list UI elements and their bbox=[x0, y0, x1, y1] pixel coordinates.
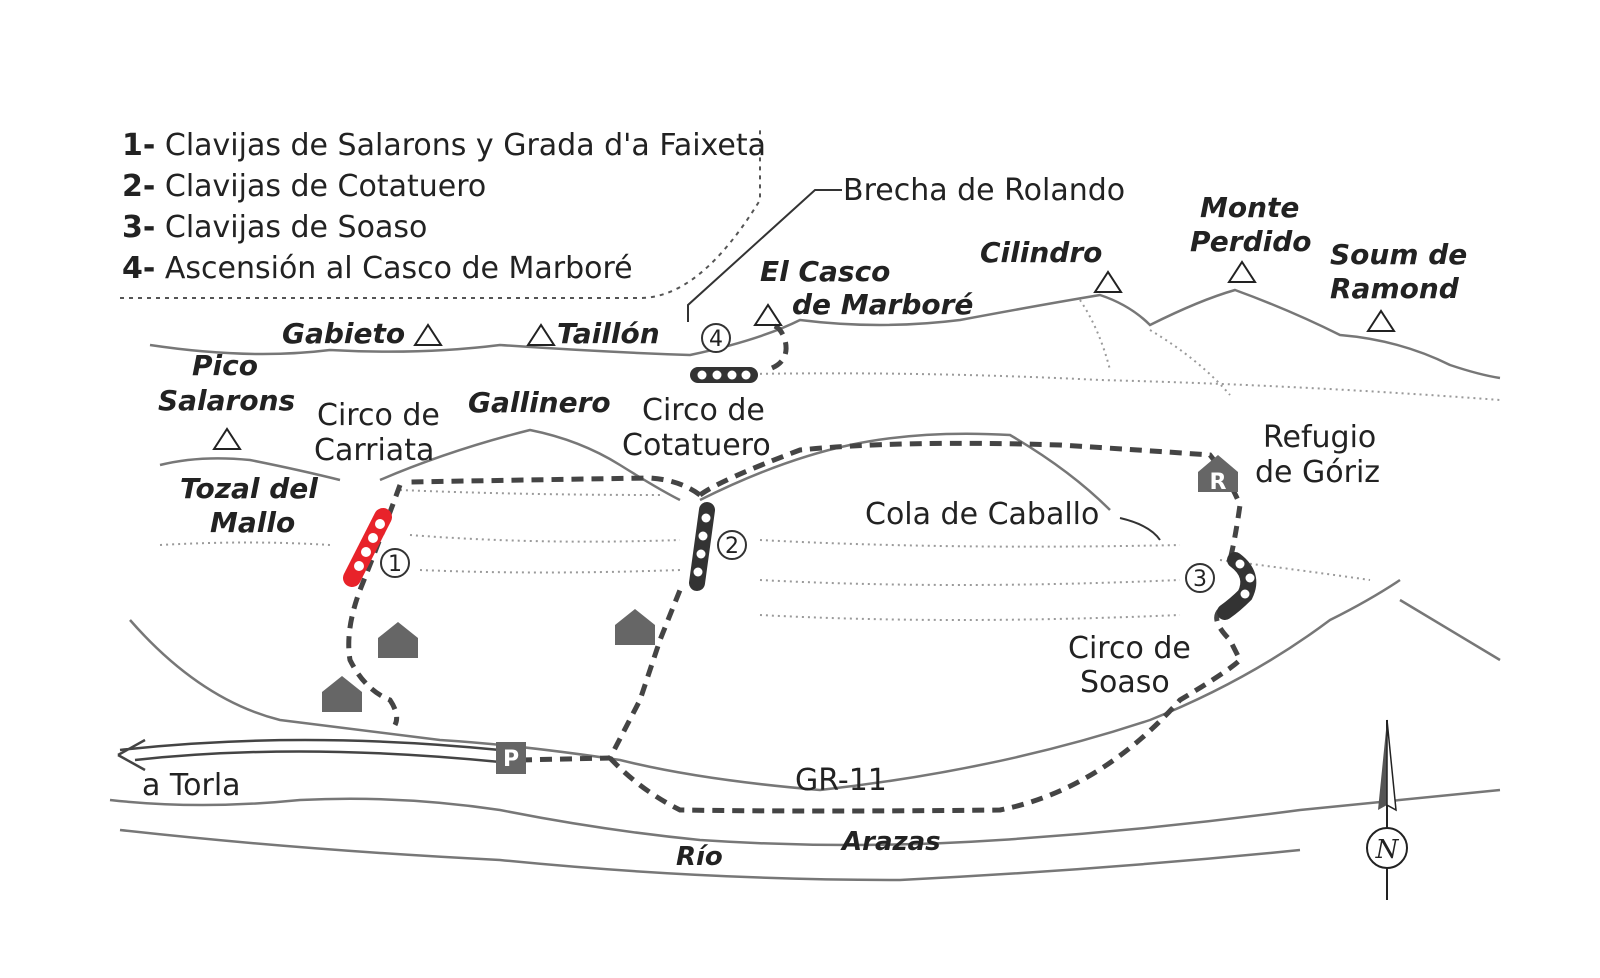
peak-soum-line1: Soum de bbox=[1330, 238, 1467, 271]
route-marker-4: 4 bbox=[701, 323, 731, 353]
svg-text:3: 3 bbox=[1193, 567, 1207, 592]
peak-gabieto: Gabieto bbox=[282, 317, 405, 350]
triangle-icon bbox=[212, 427, 242, 450]
label-gr11: GR-11 bbox=[795, 763, 887, 798]
svg-text:2: 2 bbox=[725, 534, 739, 559]
route-2-clavijas-cotatuero bbox=[689, 502, 715, 591]
peak-casco-line1: El Casco bbox=[760, 255, 890, 288]
svg-text:P: P bbox=[503, 747, 519, 772]
legend: 1- Clavijas de Salarons y Grada d'a Faix… bbox=[120, 128, 766, 299]
svg-text:R: R bbox=[1210, 470, 1227, 495]
label-refugio-line1: Refugio bbox=[1263, 420, 1376, 455]
peak-gallinero: Gallinero bbox=[468, 386, 611, 419]
legend-item-1: 1- Clavijas de Salarons y Grada d'a Faix… bbox=[122, 128, 766, 163]
peak-tozal-line2: Mallo bbox=[210, 506, 295, 539]
label-soaso-line1: Circo de bbox=[1068, 631, 1191, 666]
peak-monte-line2: Perdido bbox=[1190, 225, 1312, 258]
svg-text:4: 4 bbox=[709, 327, 723, 352]
peak-monte-line1: Monte bbox=[1200, 191, 1299, 224]
label-carriata-line2: Carriata bbox=[314, 433, 434, 468]
peak-pico-line1: Pico bbox=[192, 349, 258, 382]
label-arazas: Arazas bbox=[840, 827, 941, 857]
legend-item-3: 3- Clavijas de Soaso bbox=[122, 210, 427, 245]
route-marker-1: 1 bbox=[380, 548, 410, 578]
legend-item-2: 2- Clavijas de Cotatuero bbox=[122, 169, 486, 204]
terrain-relief bbox=[109, 288, 1501, 882]
route-marker-3: 3 bbox=[1185, 563, 1215, 593]
route-1-clavijas-salarons bbox=[343, 508, 392, 587]
triangle-icon bbox=[1366, 309, 1396, 332]
peak-tozal-line1: Tozal del bbox=[180, 472, 318, 505]
road-to-torla bbox=[117, 738, 501, 772]
hut-icon bbox=[378, 622, 418, 658]
hut-icon bbox=[322, 676, 362, 712]
label-torla: a Torla bbox=[142, 768, 241, 803]
svg-text:N: N bbox=[1375, 835, 1400, 865]
label-cola: Cola de Caballo bbox=[865, 497, 1099, 532]
label-refugio-line2: de Góriz bbox=[1255, 455, 1380, 490]
triangle-icon bbox=[1093, 270, 1123, 293]
parking-icon: P bbox=[496, 742, 526, 774]
label-rio: Río bbox=[676, 842, 723, 872]
label-carriata-line1: Circo de bbox=[317, 398, 440, 433]
peak-triangles bbox=[212, 260, 1396, 450]
label-brecha: Brecha de Rolando bbox=[843, 173, 1125, 208]
label-cotatuero-line1: Circo de bbox=[642, 393, 765, 428]
hut-icon bbox=[615, 609, 655, 645]
label-soaso-line2: Soaso bbox=[1080, 665, 1170, 700]
peak-soum-line2: Ramond bbox=[1330, 272, 1460, 305]
peak-pico-line2: Salarons bbox=[158, 384, 295, 417]
north-arrow-icon: N bbox=[1366, 719, 1408, 900]
route-4-casco-marbore bbox=[690, 367, 758, 383]
legend-item-4: 4- Ascensión al Casco de Marboré bbox=[122, 251, 633, 286]
triangle-icon bbox=[1227, 260, 1257, 283]
svg-text:1: 1 bbox=[388, 552, 402, 577]
peak-cilindro: Cilindro bbox=[980, 236, 1102, 269]
triangle-icon bbox=[753, 303, 783, 326]
label-cotatuero-line2: Cotatuero bbox=[622, 428, 771, 463]
peak-casco-line2: de Marboré bbox=[792, 288, 973, 321]
route-marker-2: 2 bbox=[717, 530, 747, 560]
refuge-icon: R bbox=[1198, 455, 1238, 495]
peak-taillon: Taillón bbox=[557, 317, 660, 350]
triangle-icon bbox=[413, 323, 443, 346]
triangle-icon bbox=[526, 323, 556, 346]
route-3-clavijas-soaso bbox=[1217, 552, 1257, 620]
